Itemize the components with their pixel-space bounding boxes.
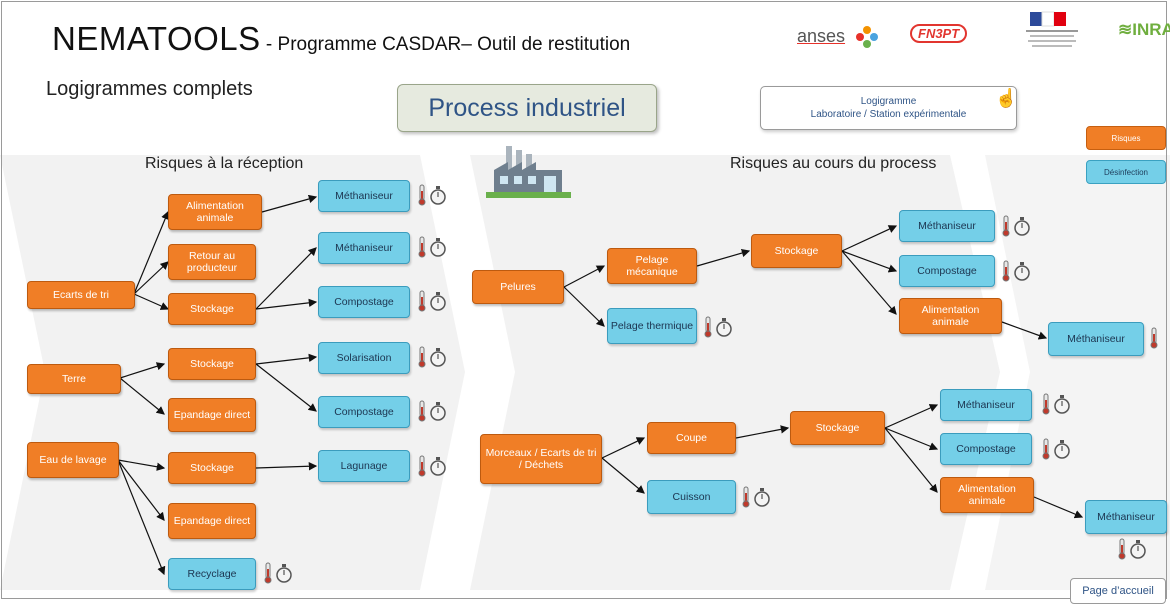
node-alimentation-animale[interactable]: Alimentation animale [168,194,262,230]
node-stockage[interactable]: Stockage [168,452,256,484]
section-title-reception: Risques à la réception [145,155,304,172]
node-terre[interactable]: Terre [27,364,121,394]
node-methaniseur[interactable]: Méthaniseur [318,232,410,264]
node-methaniseur[interactable]: Méthaniseur [899,210,995,242]
thermometer-timer-icon [1042,393,1070,415]
node-methaniseur[interactable]: Méthaniseur [318,180,410,212]
node-compostage[interactable]: Compostage [318,286,410,318]
node-ecarts-de-tri[interactable]: Ecarts de tri [27,281,135,309]
node-morceaux-ecarts-dechets[interactable]: Morceaux / Ecarts de tri / Déchets [480,434,602,484]
thermometer-timer-icon [704,316,732,338]
section-title-process: Risques au cours du process [730,155,937,172]
fn3pt-logo: FN3PT [910,24,968,43]
node-pelage-mecanique[interactable]: Pelage mécanique [607,248,697,284]
node-eau-de-lavage[interactable]: Eau de lavage [27,442,119,478]
node-compostage[interactable]: Compostage [940,433,1032,465]
anses-logo-text: anses [797,26,846,46]
node-cuisson[interactable]: Cuisson [647,480,736,514]
title-rest: - Programme CASDAR– Outil de restitution [260,34,631,55]
node-retour-producteur[interactable]: Retour au producteur [168,244,256,280]
node-stockage[interactable]: Stockage [168,348,256,380]
node-pelage-thermique[interactable]: Pelage thermique [607,308,697,344]
process-industriel-button[interactable]: Process industriel [397,84,657,132]
legend-risques: Risques [1086,126,1166,150]
inra-logo: ≋INRA [1118,20,1170,40]
node-stockage[interactable]: Stockage [790,411,885,445]
node-compostage[interactable]: Compostage [899,255,995,287]
thermometer-timer-icon [418,290,446,312]
node-lagunage[interactable]: Lagunage [318,450,410,482]
node-methaniseur[interactable]: Méthaniseur [1085,500,1167,534]
anses-logo: anses [797,26,845,47]
node-coupe[interactable]: Coupe [647,422,736,454]
title-main: NEMATOOLS [52,20,261,57]
node-methaniseur[interactable]: Méthaniseur [940,389,1032,421]
node-alimentation-animale[interactable]: Alimentation animale [899,298,1002,334]
thermometer-timer-icon [1002,260,1030,282]
thermometer-timer-icon [418,346,446,368]
fn3pt-logo-text: FN3PT [918,26,960,41]
node-solarisation[interactable]: Solarisation [318,342,410,374]
thermometer-timer-icon [1118,538,1146,560]
logigramme-labo-button[interactable]: Logigramme Laboratoire / Station expérim… [760,86,1017,130]
logigramme-label: Logigramme [860,96,917,107]
legend-desinfection: Désinfection [1086,160,1166,184]
node-stockage[interactable]: Stockage [751,234,842,268]
inra-logo-text: INRA [1132,20,1170,39]
thermometer-timer-icon [418,400,446,422]
factory-icon [486,146,571,198]
home-page-button[interactable]: Page d’accueil [1070,578,1166,604]
pointer-hand-icon: ☝ [995,88,1018,108]
labo-station-label: Laboratoire / Station expérimentale [810,109,967,120]
thermometer-timer-icon [1002,215,1030,237]
node-methaniseur[interactable]: Méthaniseur [1048,322,1144,356]
thermometer-timer-icon [418,184,446,206]
thermometer-timer-icon [1042,438,1070,460]
node-pelures[interactable]: Pelures [472,270,564,304]
thermometer-timer-icon [264,562,292,584]
thermometer-timer-icon [418,236,446,258]
page-subtitle: Logigrammes complets [46,78,253,100]
page-title: NEMATOOLS - Programme CASDAR– Outil de r… [52,20,630,58]
thermometer-timer-icon [742,486,770,508]
node-stockage[interactable]: Stockage [168,293,256,325]
node-epandage-direct[interactable]: Epandage direct [168,503,256,539]
node-compostage[interactable]: Compostage [318,396,410,428]
anses-flower-icon [856,26,878,48]
thermometer-timer-icon [418,455,446,477]
node-epandage-direct[interactable]: Epandage direct [168,398,256,432]
thermometer-icon [1150,327,1158,349]
node-alimentation-animale[interactable]: Alimentation animale [940,477,1034,513]
node-recyclage[interactable]: Recyclage [168,558,256,590]
ministere-logo [1026,11,1078,47]
